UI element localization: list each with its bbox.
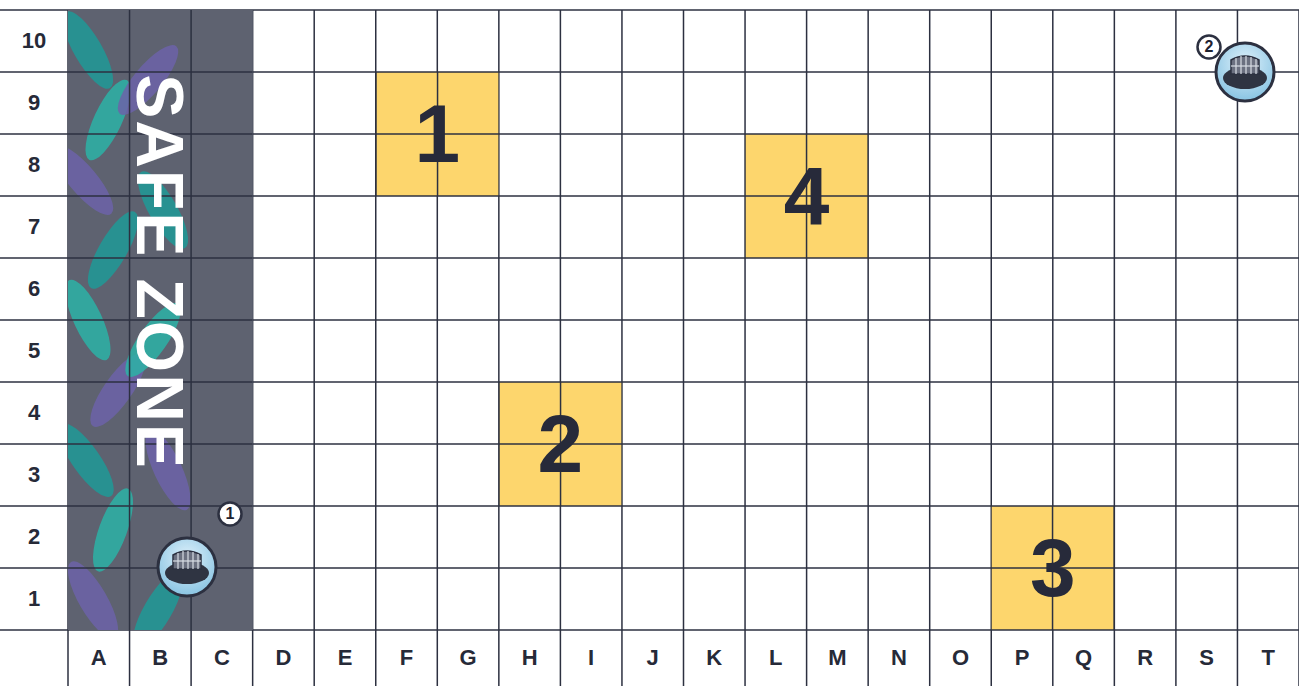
numbered-tile: 1 (376, 72, 499, 196)
token-badge: 2 (1196, 34, 1222, 60)
player-token (1216, 43, 1274, 101)
column-letter: N (891, 645, 907, 671)
badge-number: 2 (1205, 39, 1214, 55)
column-letter: E (338, 645, 353, 671)
row-number: 8 (28, 152, 40, 178)
row-number: 5 (28, 338, 40, 364)
column-letter: I (588, 645, 594, 671)
column-letter: G (460, 645, 477, 671)
numbered-tile: 4 (745, 134, 868, 258)
zone-title: SAFE ZONE (122, 74, 198, 470)
column-letter: M (828, 645, 846, 671)
numbered-tile: 2 (499, 382, 622, 506)
numbered-tile: 3 (991, 506, 1114, 630)
column-letter: P (1015, 645, 1030, 671)
column-letter: S (1199, 645, 1214, 671)
row-number: 2 (28, 524, 40, 550)
tile-number: 2 (538, 403, 584, 485)
tile-number: 3 (1030, 527, 1076, 609)
column-letter: C (214, 645, 230, 671)
column-letter: F (400, 645, 413, 671)
badge-number: 1 (226, 506, 235, 522)
row-number: 3 (28, 462, 40, 488)
row-number: 7 (28, 214, 40, 240)
column-letter: A (91, 645, 107, 671)
row-number: 4 (28, 400, 40, 426)
column-letter: O (952, 645, 969, 671)
token-badge: 1 (217, 501, 243, 527)
row-number: 1 (28, 586, 40, 612)
tile-number: 1 (414, 93, 460, 175)
column-letter: J (647, 645, 659, 671)
safe-zone-band: SAFE ZONE (68, 10, 253, 630)
row-number: 10 (22, 28, 46, 54)
player-token (158, 538, 216, 596)
column-letter: B (152, 645, 168, 671)
column-letter: H (522, 645, 538, 671)
column-letter: T (1261, 645, 1274, 671)
column-letter: Q (1075, 645, 1092, 671)
column-letter: R (1137, 645, 1153, 671)
row-number: 6 (28, 276, 40, 302)
column-letter: K (706, 645, 722, 671)
row-number: 9 (28, 90, 40, 116)
column-letter: D (275, 645, 291, 671)
column-letter: L (769, 645, 782, 671)
tile-number: 4 (784, 155, 830, 237)
